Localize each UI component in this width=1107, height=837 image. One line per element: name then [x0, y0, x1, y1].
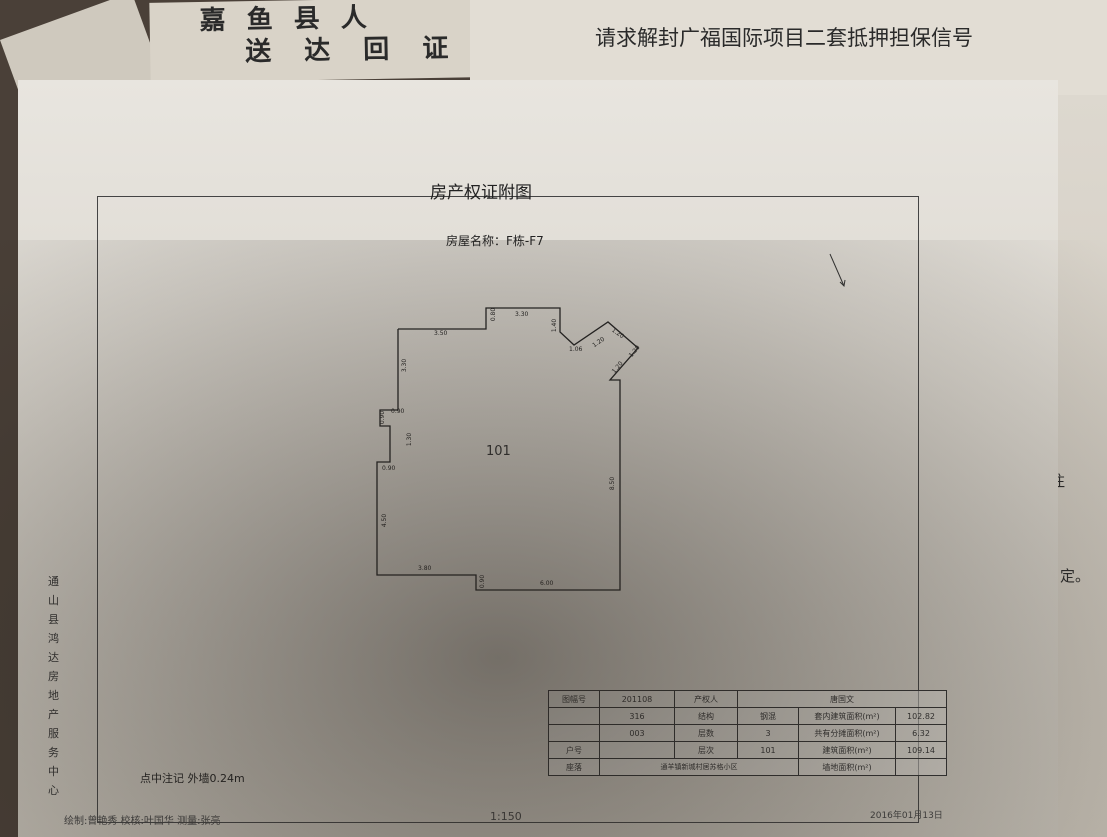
table-cell: 109.14	[895, 741, 947, 759]
drawing-scale: 1:150	[490, 810, 522, 823]
dim-label: 0.90	[379, 410, 387, 425]
unit-char: 产	[48, 708, 59, 721]
wall-note: 点中注记 外墙0.24m	[140, 772, 245, 785]
unit-char: 中	[48, 765, 59, 778]
table-cell: 6.32	[895, 724, 947, 742]
unit-char: 鸿	[48, 632, 59, 645]
right-char-4: 定。	[1060, 567, 1091, 585]
table-row: 316 结构 钢混 套内建筑面积(m²) 102.82	[548, 707, 947, 725]
dim-label: 3.30	[401, 358, 409, 373]
unit-char: 县	[48, 613, 59, 626]
table-cell: 003	[599, 724, 675, 742]
table-cell	[599, 741, 675, 759]
unit-char: 地	[48, 689, 59, 702]
table-cell: 唐国文	[737, 690, 947, 708]
background-paper-top-left: 嘉 鱼 县 人 送 达 回 证	[149, 0, 481, 83]
table-cell: 316	[599, 707, 675, 725]
table-cell: 座落	[548, 758, 600, 776]
table-cell: 图幅号	[548, 690, 600, 708]
table-cell: 结构	[674, 707, 738, 725]
top-right-heading: 请求解封广福国际项目二套抵押担保信号	[595, 26, 973, 50]
certificate-title: 房产权证附图	[430, 183, 532, 203]
table-cell: 层数	[674, 724, 738, 742]
table-row: 图幅号 201108 产权人 唐国文	[548, 690, 947, 708]
dim-label: 3.50	[434, 330, 448, 337]
table-row: 座落 通羊镇新城村居苏格小区 墙地面积(m²)	[548, 758, 947, 776]
dim-label: 1.40	[551, 318, 559, 333]
unit-char: 山	[48, 594, 59, 607]
dim-label: 3.30	[515, 311, 529, 318]
table-cell: 建筑面积(m²)	[798, 741, 896, 759]
background-paper-top-right: 请求解封广福国际项目二套抵押担保信号	[470, 0, 1107, 95]
table-cell: 套内建筑面积(m²)	[798, 707, 896, 725]
dim-label: 4.50	[381, 513, 389, 528]
table-cell: 墙地面积(m²)	[798, 758, 896, 776]
unit-char: 通	[48, 575, 59, 588]
table-cell: 层次	[674, 741, 738, 759]
dim-label: 0.90	[382, 465, 396, 472]
drawing-credits: 绘制:曾艳秀 校核:叶国华 测量:张亮	[64, 816, 221, 827]
unit-char: 心	[48, 784, 59, 797]
table-cell	[895, 758, 947, 776]
dim-label: 3.80	[418, 565, 432, 572]
table-cell: 通羊镇新城村居苏格小区	[599, 758, 799, 776]
dim-label: 8.50	[609, 476, 617, 491]
property-info-table: 图幅号 201108 产权人 唐国文 316 结构 钢混 套内建筑面积(m²) …	[548, 690, 947, 776]
dim-label: 1.30	[406, 432, 414, 447]
table-row: 003 层数 3 共有分摊面积(m²) 6.32	[548, 724, 947, 742]
table-cell: 101	[737, 741, 799, 759]
table-cell: 钢混	[737, 707, 799, 725]
top-left-line-2: 送 达 回 证	[244, 33, 461, 68]
dim-label: 0.90	[479, 574, 487, 589]
table-row: 户号 层次 101 建筑面积(m²) 109.14	[548, 741, 947, 759]
dim-label: 6.00	[540, 580, 554, 587]
dim-label: 0.90	[391, 408, 405, 415]
dim-label: 1.06	[569, 346, 583, 353]
room-number: 101	[486, 444, 511, 459]
table-cell	[548, 707, 600, 725]
table-cell	[548, 724, 600, 742]
north-arrow-icon	[829, 253, 846, 288]
unit-char: 服	[48, 727, 59, 740]
table-cell: 3	[737, 724, 799, 742]
table-cell: 201108	[599, 690, 675, 708]
table-cell: 户号	[548, 741, 600, 759]
unit-char: 务	[48, 746, 59, 759]
house-name: 房屋名称：F栋-F7	[446, 234, 544, 248]
table-cell: 共有分摊面积(m²)	[798, 724, 896, 742]
unit-char: 达	[48, 651, 59, 664]
surveying-unit-name: 通 山 县 鸿 达 房 地 产 服 务 中 心	[48, 572, 64, 800]
dim-label: 0.80	[490, 307, 498, 322]
table-cell: 102.82	[895, 707, 947, 725]
drawing-date: 2016年01月13日	[870, 811, 943, 821]
unit-char: 房	[48, 670, 59, 683]
table-cell: 产权人	[674, 690, 738, 708]
